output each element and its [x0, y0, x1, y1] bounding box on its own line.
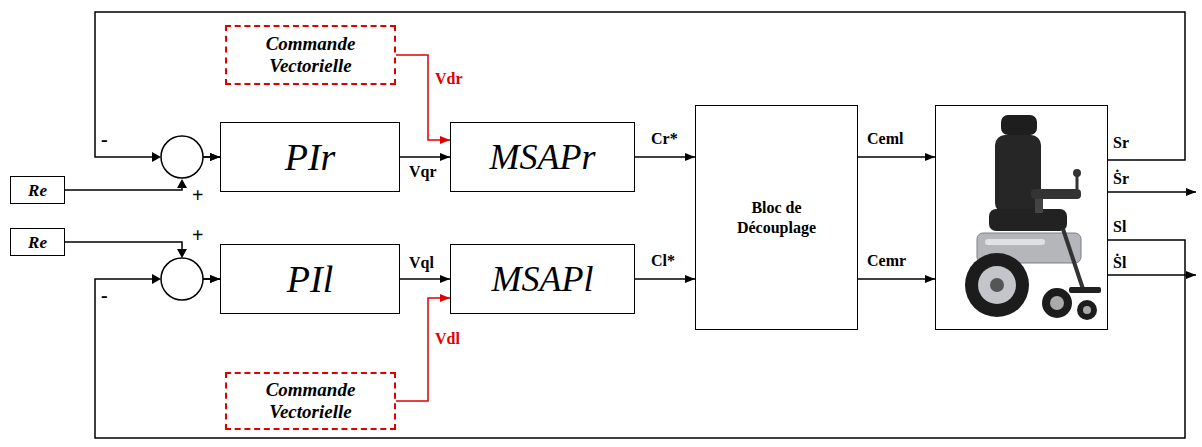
signal-connector: [400, 278, 450, 280]
signal-connector: [396, 55, 450, 140]
sign-label: -: [101, 284, 108, 306]
wheelchair-illustration: [965, 115, 1101, 320]
signal-connector: [635, 156, 695, 158]
signal-label: Vdr: [434, 70, 464, 88]
controller-name: PIr: [285, 138, 336, 176]
motor-box: MSAPr: [450, 122, 635, 192]
reference-box: Re: [10, 176, 65, 204]
signal-connector: [65, 242, 220, 279]
arrow-head: [177, 249, 187, 258]
signal-connector: [95, 240, 1185, 438]
control-box: Commande Vectorielle: [225, 372, 396, 430]
decoupling-box: Bloc de Découplage: [695, 105, 858, 330]
signal-label: Cl*: [650, 252, 676, 270]
arrow-head: [152, 152, 161, 162]
signal-connector: [396, 298, 450, 401]
control-box: Commande Vectorielle: [225, 25, 396, 85]
motor-name: MSAPl: [492, 261, 594, 297]
reference-name: Re: [28, 182, 47, 199]
signal-connector: [858, 278, 935, 280]
motor-box: MSAPl: [450, 244, 635, 314]
controller-box: PIl: [220, 244, 400, 314]
motor-name: MSAPr: [490, 139, 596, 175]
signal-label: Vdl: [434, 330, 461, 348]
reference-box: Re: [10, 228, 65, 256]
signal-connector: [858, 156, 935, 158]
signal-label: Ceml: [866, 130, 904, 148]
signal-connector: [635, 278, 695, 280]
sign-label: +: [192, 184, 203, 206]
controller-name: PIl: [287, 260, 333, 298]
output-signal: Ṡr: [1113, 170, 1129, 188]
decoupling-name: Bloc de Découplage: [724, 198, 829, 238]
control-name: Commande Vectorielle: [233, 379, 388, 423]
signal-label: Cr*: [650, 130, 679, 148]
arrow-head: [177, 179, 187, 188]
signal-label: Vql: [408, 254, 435, 272]
signal-label: Vqr: [408, 163, 438, 181]
output-signal: Ṡl: [1113, 254, 1126, 272]
control-name: Commande Vectorielle: [233, 33, 388, 77]
reference-name: Re: [28, 234, 47, 251]
summing-junction: [161, 136, 203, 178]
arrow-head: [152, 274, 161, 284]
wheelchair-box: SrṠrSlṠl: [935, 105, 1108, 330]
output-signal: Sl: [1113, 218, 1126, 236]
signal-connector: [400, 156, 450, 158]
controller-box: PIr: [220, 122, 400, 192]
output-arrow: [1108, 191, 1196, 193]
output-arrow: [1108, 274, 1196, 276]
sign-label: -: [101, 128, 108, 150]
signal-label: Cemr: [866, 252, 907, 270]
sign-label: +: [192, 224, 203, 246]
summing-junction: [161, 258, 203, 300]
output-signal: Sr: [1113, 134, 1129, 152]
